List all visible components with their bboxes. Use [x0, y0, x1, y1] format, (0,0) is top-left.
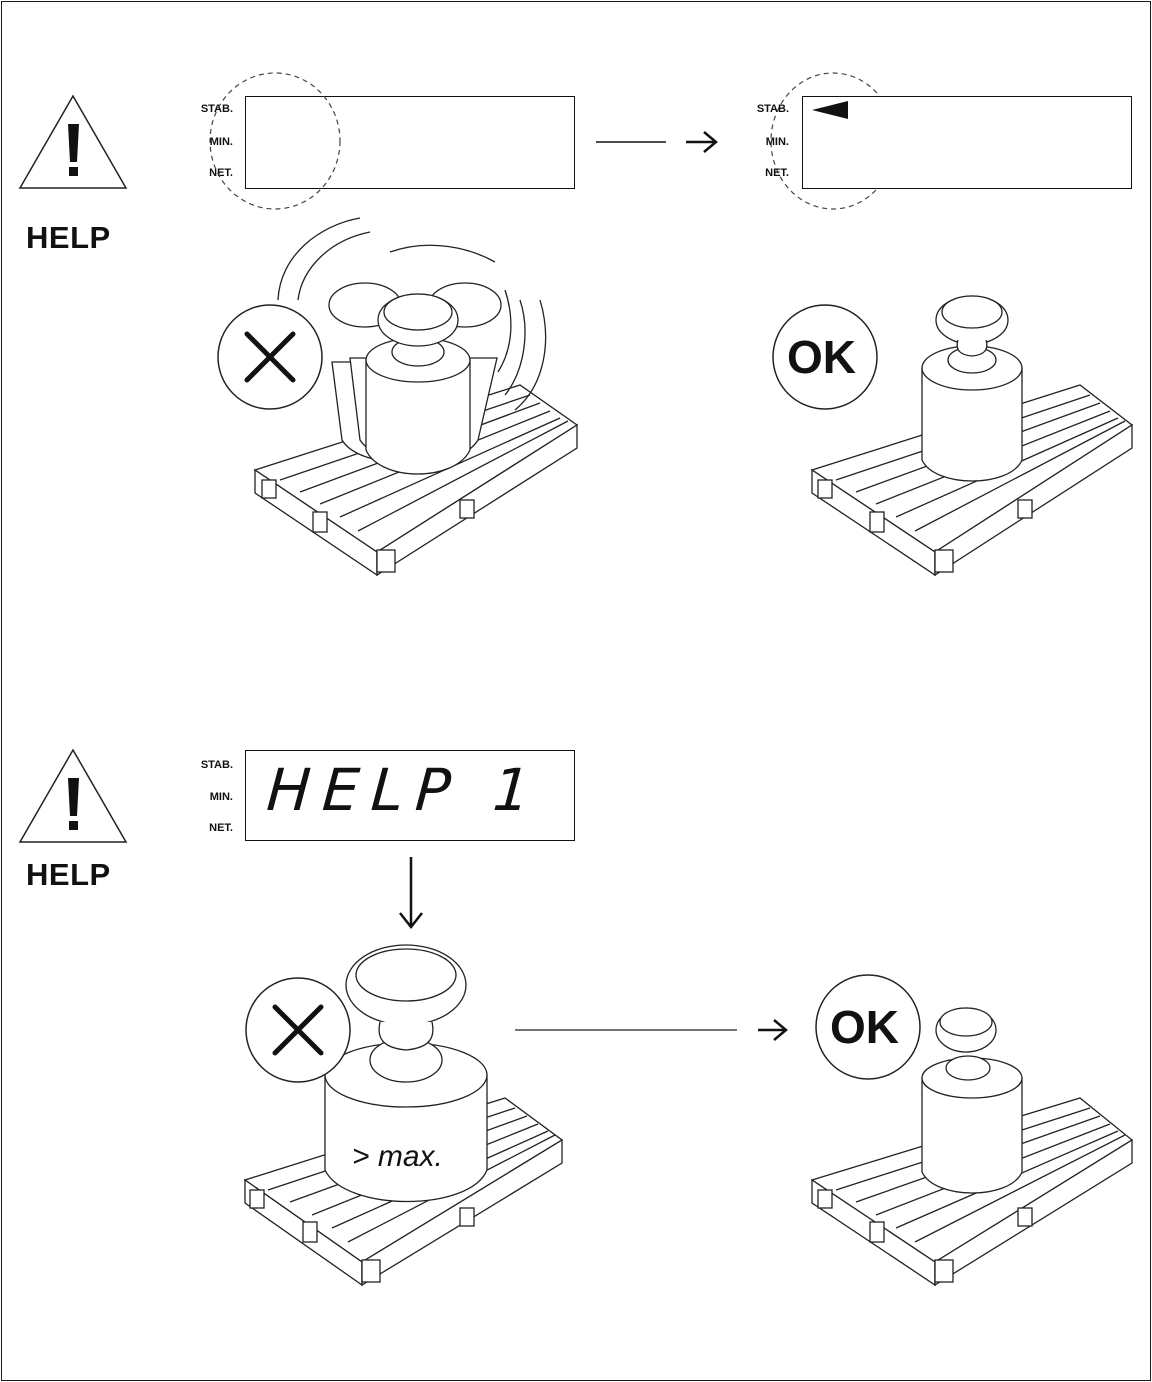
- ok-label: OK: [830, 1000, 899, 1054]
